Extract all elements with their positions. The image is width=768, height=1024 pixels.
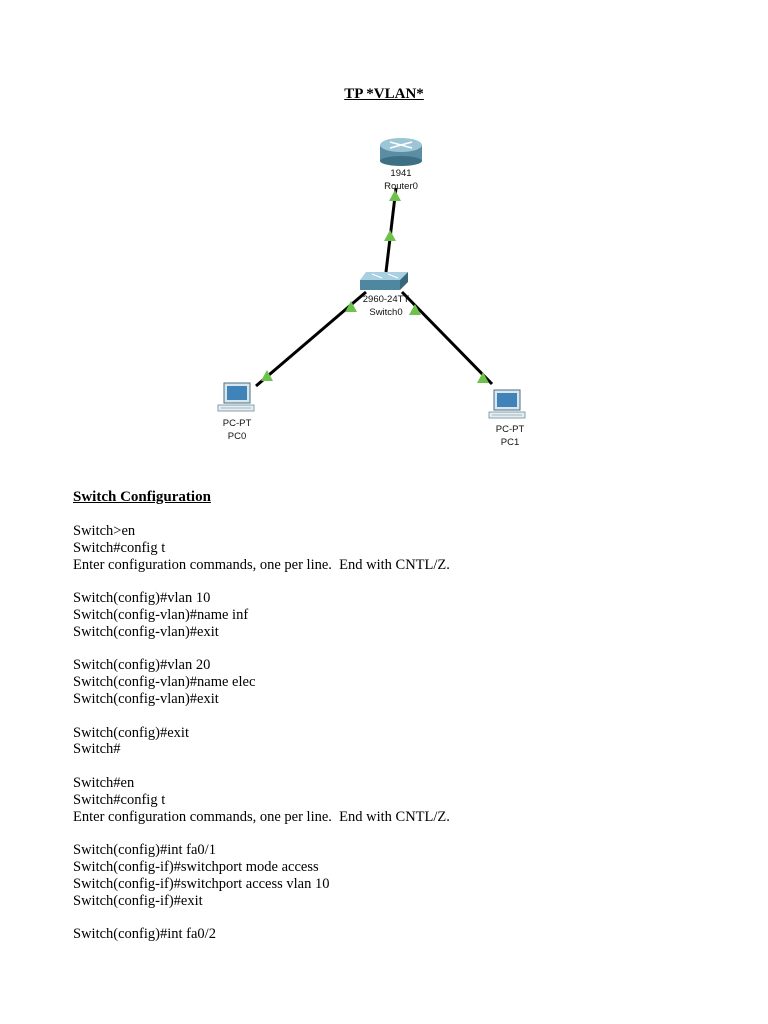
block-spacer: [73, 825, 733, 842]
pc0-icon[interactable]: [217, 382, 255, 412]
router-model-label: 1941: [390, 168, 411, 179]
switch-icon[interactable]: [360, 272, 408, 290]
config-line: Switch(config-if)#switchport mode access: [73, 858, 319, 875]
pc0-model-label: PC-PT: [223, 418, 252, 429]
config-line: Enter configuration commands, one per li…: [73, 556, 450, 573]
link-status-pc0-end: [261, 370, 273, 381]
link-router-switch: [384, 187, 398, 273]
config-line: Switch#config t: [73, 791, 166, 808]
config-line: Switch(config)#vlan 20: [73, 657, 211, 674]
config-line: Switch(config-vlan)#name elec: [73, 674, 256, 691]
link-switch-pc1: [400, 290, 494, 386]
config-line: Switch(config)#exit: [73, 724, 189, 741]
block-spacer: [73, 909, 733, 926]
pc0-name-label: PC0: [228, 431, 246, 442]
config-line: Enter configuration commands, one per li…: [73, 808, 450, 825]
config-line: Switch(config-if)#switchport access vlan…: [73, 875, 330, 892]
config-line: Switch(config-vlan)#name inf: [73, 606, 249, 623]
config-line: Switch(config)#int fa0/2: [73, 926, 216, 943]
link-status-router-end: [389, 190, 401, 201]
config-line: Switch(config-vlan)#exit: [73, 690, 219, 707]
config-line: Switch>en: [73, 523, 136, 539]
pc1-model-label: PC-PT: [496, 424, 525, 435]
config-line: Switch(config-vlan)#exit: [73, 623, 219, 640]
config-line: Switch(config)#int fa0/1: [73, 842, 216, 859]
switch-model-label: 2960-24TT: [363, 294, 410, 305]
link-status-pc1-end: [477, 372, 489, 383]
page-title: TP *VLAN*: [344, 86, 424, 102]
link-status-switch-left: [345, 301, 357, 312]
block-spacer: [73, 641, 733, 658]
config-line: Switch#config t: [73, 539, 166, 556]
link-status-switch-up: [384, 230, 396, 241]
block-spacer: [73, 758, 733, 775]
network-topology-diagram: 1941 Router0 2960-24TT Switch0 PC-PT PC0…: [190, 128, 560, 458]
switch-name-label: Switch0: [369, 307, 402, 318]
config-line: Switch#en: [73, 774, 135, 791]
block-spacer: [73, 573, 733, 590]
config-line: Switch#: [73, 741, 121, 758]
config-line: Switch(config)#vlan 10: [73, 590, 211, 607]
topology-svg: 1941 Router0 2960-24TT Switch0 PC-PT PC0…: [217, 138, 526, 448]
config-line: Switch(config-if)#exit: [73, 892, 203, 909]
block-spacer: [73, 708, 733, 725]
router-name-label: Router0: [384, 181, 418, 192]
pc1-icon[interactable]: [488, 389, 526, 419]
section-title: Switch Configuration: [73, 489, 211, 505]
link-status-switch-right: [409, 304, 421, 315]
pc1-name-label: PC1: [501, 437, 519, 448]
router-icon[interactable]: [380, 138, 422, 166]
